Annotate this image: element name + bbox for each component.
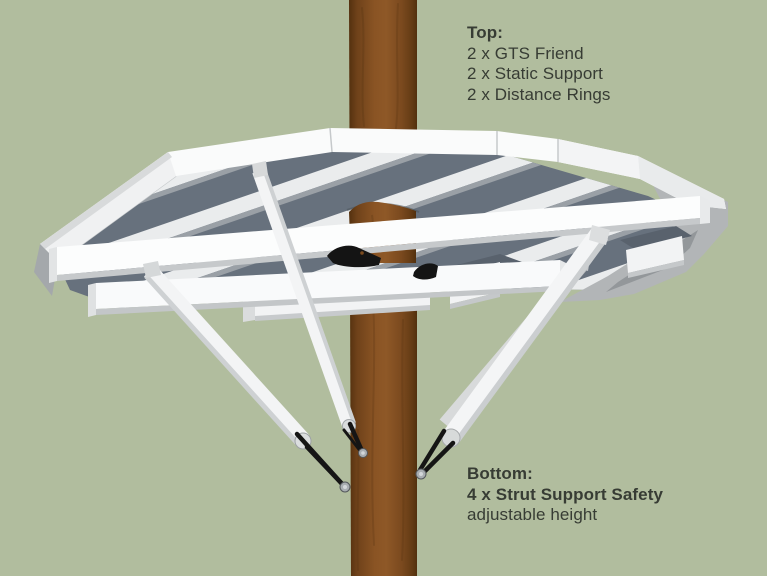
bracket-bolt bbox=[360, 251, 364, 255]
rim-board-seams bbox=[329, 127, 559, 162]
strut-top-cut bbox=[589, 225, 610, 245]
annotation-top: Top: 2 x GTS Friend 2 x Static Support 2… bbox=[467, 23, 611, 105]
strut-shade bbox=[454, 236, 609, 443]
fitting-rod bbox=[304, 444, 347, 489]
trunk-bracket-right bbox=[413, 263, 438, 280]
fascia-board-bevel bbox=[628, 260, 684, 278]
trunk-bolts bbox=[339, 448, 427, 493]
strut-body bbox=[252, 168, 356, 428]
strut-top-cut bbox=[143, 261, 161, 278]
rim-face-far-right bbox=[638, 156, 726, 209]
fascia-board bbox=[626, 236, 684, 273]
beam-bevel bbox=[96, 286, 560, 315]
fitting-rod bbox=[342, 428, 363, 454]
strut-shade bbox=[262, 168, 356, 424]
bolt-head bbox=[419, 472, 423, 476]
fitting-rod bbox=[417, 428, 447, 473]
beam-face bbox=[57, 196, 700, 275]
fitting-rod bbox=[347, 421, 365, 454]
strut-right-outer bbox=[441, 225, 610, 448]
strut-top-cut bbox=[252, 161, 268, 178]
rim-top-bevel bbox=[40, 152, 172, 249]
strut-shade bbox=[144, 274, 300, 446]
annotation-top-line: 2 x GTS Friend bbox=[467, 43, 584, 63]
beam-end-right bbox=[700, 196, 710, 224]
annotation-bottom-note: adjustable height bbox=[467, 505, 598, 524]
rim-face bbox=[40, 128, 726, 262]
support-beam-upper bbox=[49, 196, 710, 283]
fascia-board-bevel bbox=[450, 292, 500, 309]
bolt-head bbox=[343, 485, 347, 489]
beam-face bbox=[96, 260, 560, 309]
annotation-bottom-heading: Bottom: bbox=[467, 464, 533, 483]
joist bbox=[56, 149, 712, 308]
trunk-brackets bbox=[327, 245, 438, 280]
beam-end-left bbox=[49, 247, 57, 283]
trunk-bracket-left bbox=[327, 245, 381, 268]
joist bbox=[56, 149, 712, 308]
fitting-rod bbox=[420, 440, 456, 476]
annotation-bottom: Bottom: 4 x Strut Support Safety adjusta… bbox=[467, 464, 663, 526]
annotation-top-line: 2 x Static Support bbox=[467, 64, 603, 83]
fascia-board-bevel bbox=[255, 305, 430, 321]
rim-face-left bbox=[40, 152, 176, 262]
beam-end-left bbox=[88, 283, 96, 317]
joist-edge bbox=[56, 149, 712, 308]
beam-bevel bbox=[57, 218, 700, 281]
annotation-top-heading: Top: bbox=[467, 23, 503, 42]
bolt-head bbox=[361, 451, 365, 455]
strut-left-inner bbox=[252, 161, 356, 433]
annotation-top-line: 2 x Distance Rings bbox=[467, 84, 611, 104]
annotation-bottom-highlight: 4 x Strut Support Safety bbox=[467, 484, 664, 504]
fascia-gap bbox=[620, 226, 692, 250]
strut-body bbox=[443, 227, 608, 443]
rim-face-right bbox=[558, 139, 640, 179]
strut-fittings bbox=[294, 421, 456, 489]
strut-body bbox=[144, 265, 309, 446]
